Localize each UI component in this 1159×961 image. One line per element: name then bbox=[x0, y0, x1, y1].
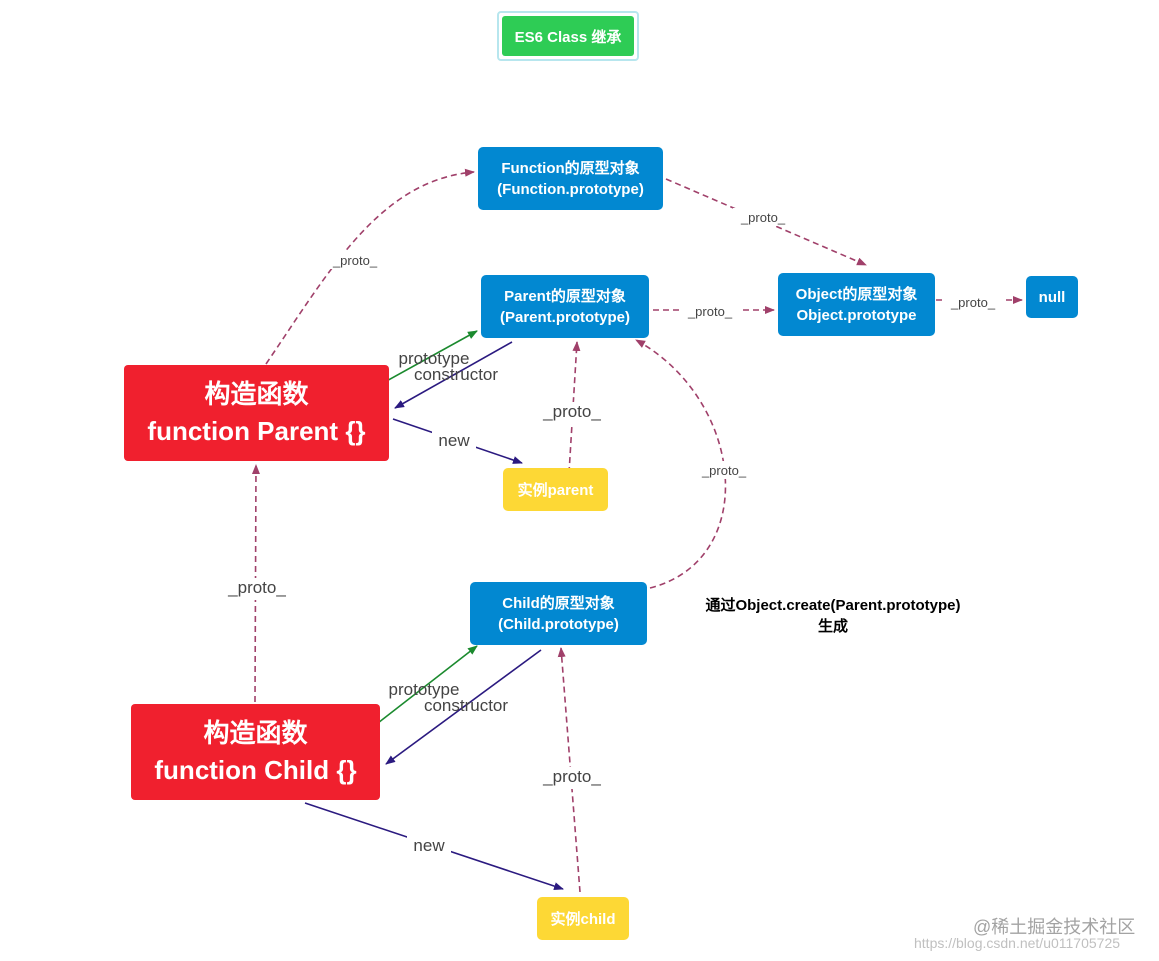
edge-label-proto: _proto_ bbox=[542, 767, 601, 786]
edge-child-proto-to-parent-proto bbox=[635, 339, 727, 589]
edge-label-constructor: constructor bbox=[424, 696, 508, 715]
note-object-create: 通过Object.create(Parent.prototype) 生成 bbox=[680, 595, 986, 637]
node-child-instance: 实例child bbox=[537, 897, 629, 940]
edge-label-proto: _proto_ bbox=[950, 295, 996, 310]
edge-label-proto: _proto_ bbox=[740, 210, 786, 225]
edge-label-proto: _proto_ bbox=[687, 304, 733, 319]
node-child-constructor: 构造函数 function Child {} bbox=[131, 704, 380, 800]
edge-label-prototype: prototype bbox=[389, 680, 460, 699]
edge-label-constructor: constructor bbox=[414, 365, 498, 384]
node-line: null bbox=[1038, 288, 1066, 306]
watermark-juejin: @稀土掘金技术社区 bbox=[973, 917, 1136, 937]
note-line: 生成 bbox=[817, 618, 848, 635]
node-line: Function的原型对象 bbox=[501, 159, 640, 177]
node-line: 实例parent bbox=[517, 482, 594, 499]
edge-label-proto: _proto_ bbox=[542, 402, 601, 421]
node-line: Parent的原型对象 bbox=[504, 287, 626, 305]
node-line: (Parent.prototype) bbox=[499, 308, 630, 326]
node-line: function Parent {} bbox=[147, 416, 366, 446]
edge-label-prototype: prototype bbox=[399, 349, 470, 368]
edge-label-proto: _proto_ bbox=[332, 253, 378, 268]
edge-label-new: new bbox=[438, 431, 470, 450]
edge-child-ctor-prototype bbox=[377, 645, 478, 724]
edge-label-new: new bbox=[413, 836, 445, 855]
node-line: 构造函数 bbox=[203, 718, 308, 748]
edge-parent-proto-constructor bbox=[394, 341, 513, 409]
node-parent-constructor: 构造函数 function Parent {} bbox=[124, 365, 389, 461]
node-line: (Child.prototype) bbox=[498, 615, 619, 633]
edge-label-proto: _proto_ bbox=[227, 578, 286, 597]
node-line: Object的原型对象 bbox=[795, 285, 918, 303]
note-line: 通过Object.create(Parent.prototype) bbox=[705, 597, 961, 614]
node-null: null bbox=[1026, 276, 1078, 318]
node-parent-prototype: Parent的原型对象 (Parent.prototype) bbox=[481, 275, 649, 338]
edge-child-proto-constructor bbox=[385, 649, 542, 765]
node-line: Object.prototype bbox=[796, 306, 917, 324]
node-parent-instance: 实例parent bbox=[503, 468, 608, 511]
node-child-prototype: Child的原型对象 (Child.prototype) bbox=[470, 582, 647, 645]
watermark-url: https://blog.csdn.net/u011705725 bbox=[914, 935, 1121, 951]
node-object-prototype: Object的原型对象 Object.prototype bbox=[778, 273, 935, 336]
edge-function-proto-to-object-proto bbox=[665, 178, 867, 266]
node-line: (Function.prototype) bbox=[497, 180, 644, 198]
node-line: 构造函数 bbox=[204, 379, 309, 409]
edge-parent-ctor-prototype bbox=[382, 330, 478, 384]
node-line: 实例child bbox=[550, 911, 616, 928]
node-line: Child的原型对象 bbox=[502, 594, 615, 612]
node-function-prototype: Function的原型对象 (Function.prototype) bbox=[478, 147, 663, 210]
edge-parent-ctor-to-function-proto bbox=[265, 168, 475, 365]
diagram-title: ES6 Class 继承 bbox=[502, 16, 634, 56]
node-line: function Child {} bbox=[154, 755, 357, 785]
diagram-title-frame: ES6 Class 继承 bbox=[497, 11, 639, 61]
edge-label-proto: _proto_ bbox=[701, 463, 747, 478]
